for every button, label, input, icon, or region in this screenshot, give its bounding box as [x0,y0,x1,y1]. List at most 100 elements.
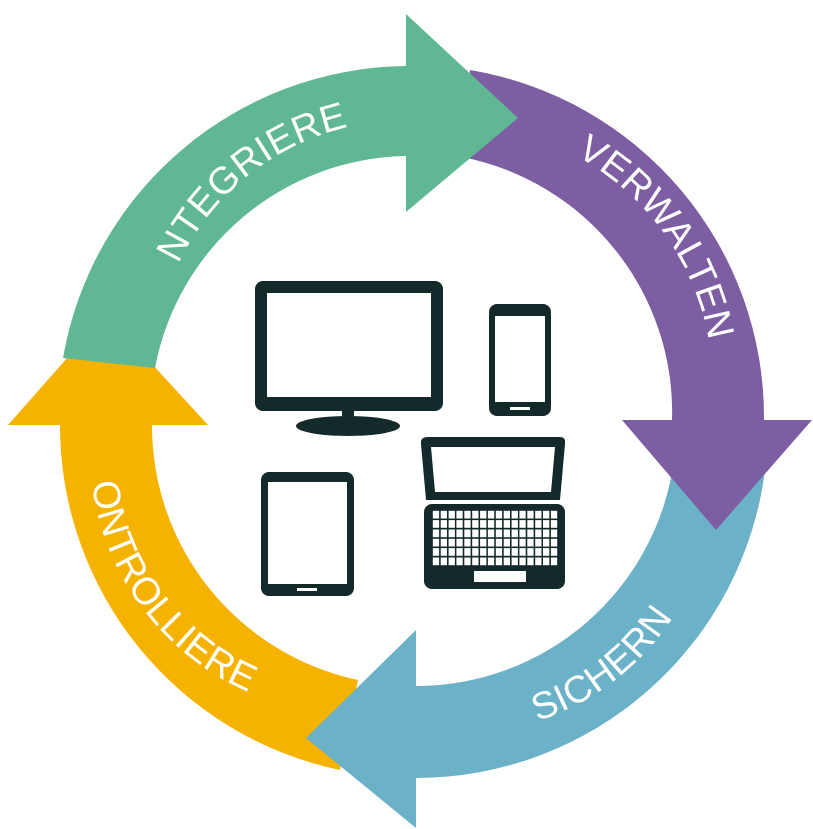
laptop-key [550,510,558,519]
laptop-key [448,520,455,528]
laptop-key [527,548,534,556]
monitor-icon [255,281,443,436]
laptop-key [519,557,526,566]
laptop-key [448,538,455,547]
arrow-sichern [306,460,765,828]
laptop-key [535,538,542,547]
laptop-key [511,529,518,538]
laptop-key [432,510,440,519]
laptop-key [456,520,463,528]
laptop-key [503,538,510,547]
laptop-key [432,520,440,528]
laptop-key [511,510,518,519]
laptop-key [535,510,542,519]
laptop-key [550,548,558,556]
laptop-key [448,557,455,566]
laptop-key [535,557,542,566]
laptop-key [495,529,503,538]
laptop-key [472,557,479,566]
laptop-key [440,510,447,519]
laptop-key [487,510,495,519]
laptop-key [495,510,503,519]
laptop-key [487,557,495,566]
laptop-key [448,510,455,519]
laptop-key [464,520,471,528]
laptop-key [550,520,558,528]
laptop-key [503,520,510,528]
laptop-key [495,557,503,566]
laptop-key [487,538,495,547]
laptop-key [535,548,542,556]
laptop-key [487,520,495,528]
laptop-key [519,510,526,519]
laptop-key [543,529,550,538]
smartphone-icon [489,304,551,416]
laptop-key [527,557,534,566]
laptop-key [456,557,463,566]
laptop-key [535,520,542,528]
laptop-key [503,548,510,556]
laptop-key [440,520,447,528]
laptop-key [472,538,479,547]
laptop-key [456,529,463,538]
laptop-key [448,548,455,556]
laptop-key [543,520,550,528]
laptop-key [543,538,550,547]
laptop-key [543,548,550,556]
laptop-key [503,557,510,566]
laptop-key [543,557,550,566]
laptop-key [480,510,487,519]
laptop-key [527,520,534,528]
laptop-key [503,529,510,538]
laptop-key [456,548,463,556]
laptop-key [511,557,518,566]
laptop-key [519,548,526,556]
laptop-key [464,529,471,538]
laptop-key [472,548,479,556]
laptop-key [440,557,447,566]
laptop-key [464,557,471,566]
laptop-key [543,510,550,519]
laptop-key [440,529,447,538]
laptop-key [550,538,558,547]
laptop-key [456,510,463,519]
laptop-key [440,548,447,556]
laptop-key [519,529,526,538]
laptop-key [503,510,510,519]
laptop-key [511,548,518,556]
laptop-key [527,529,534,538]
laptop-key [456,538,463,547]
laptop-key [519,520,526,528]
laptop-key [464,538,471,547]
arrow-verwalten [462,70,812,530]
laptop-key [432,548,440,556]
laptop-key [495,538,503,547]
laptop-key [519,538,526,547]
laptop-key [464,510,471,519]
laptop-key [480,520,487,528]
laptop-key [487,529,495,538]
laptop-icon [420,437,566,589]
laptop-key [487,548,495,556]
laptop-key [527,538,534,547]
tablet-icon [261,472,354,596]
laptop-key [511,538,518,547]
arrow-integrieren [63,14,518,368]
laptop-key [535,529,542,538]
laptop-key [480,557,487,566]
laptop-key [527,510,534,519]
laptop-key [480,548,487,556]
laptop-key [464,548,471,556]
laptop-key [495,548,503,556]
laptop-key [472,510,479,519]
arrow-kontrollieren [8,314,358,770]
laptop-key [448,529,455,538]
label-integrieren: INTEGRIEREN [0,0,351,268]
laptop-key [472,520,479,528]
laptop-key [480,529,487,538]
laptop-key [432,557,440,566]
laptop-key [480,538,487,547]
laptop-key [511,520,518,528]
